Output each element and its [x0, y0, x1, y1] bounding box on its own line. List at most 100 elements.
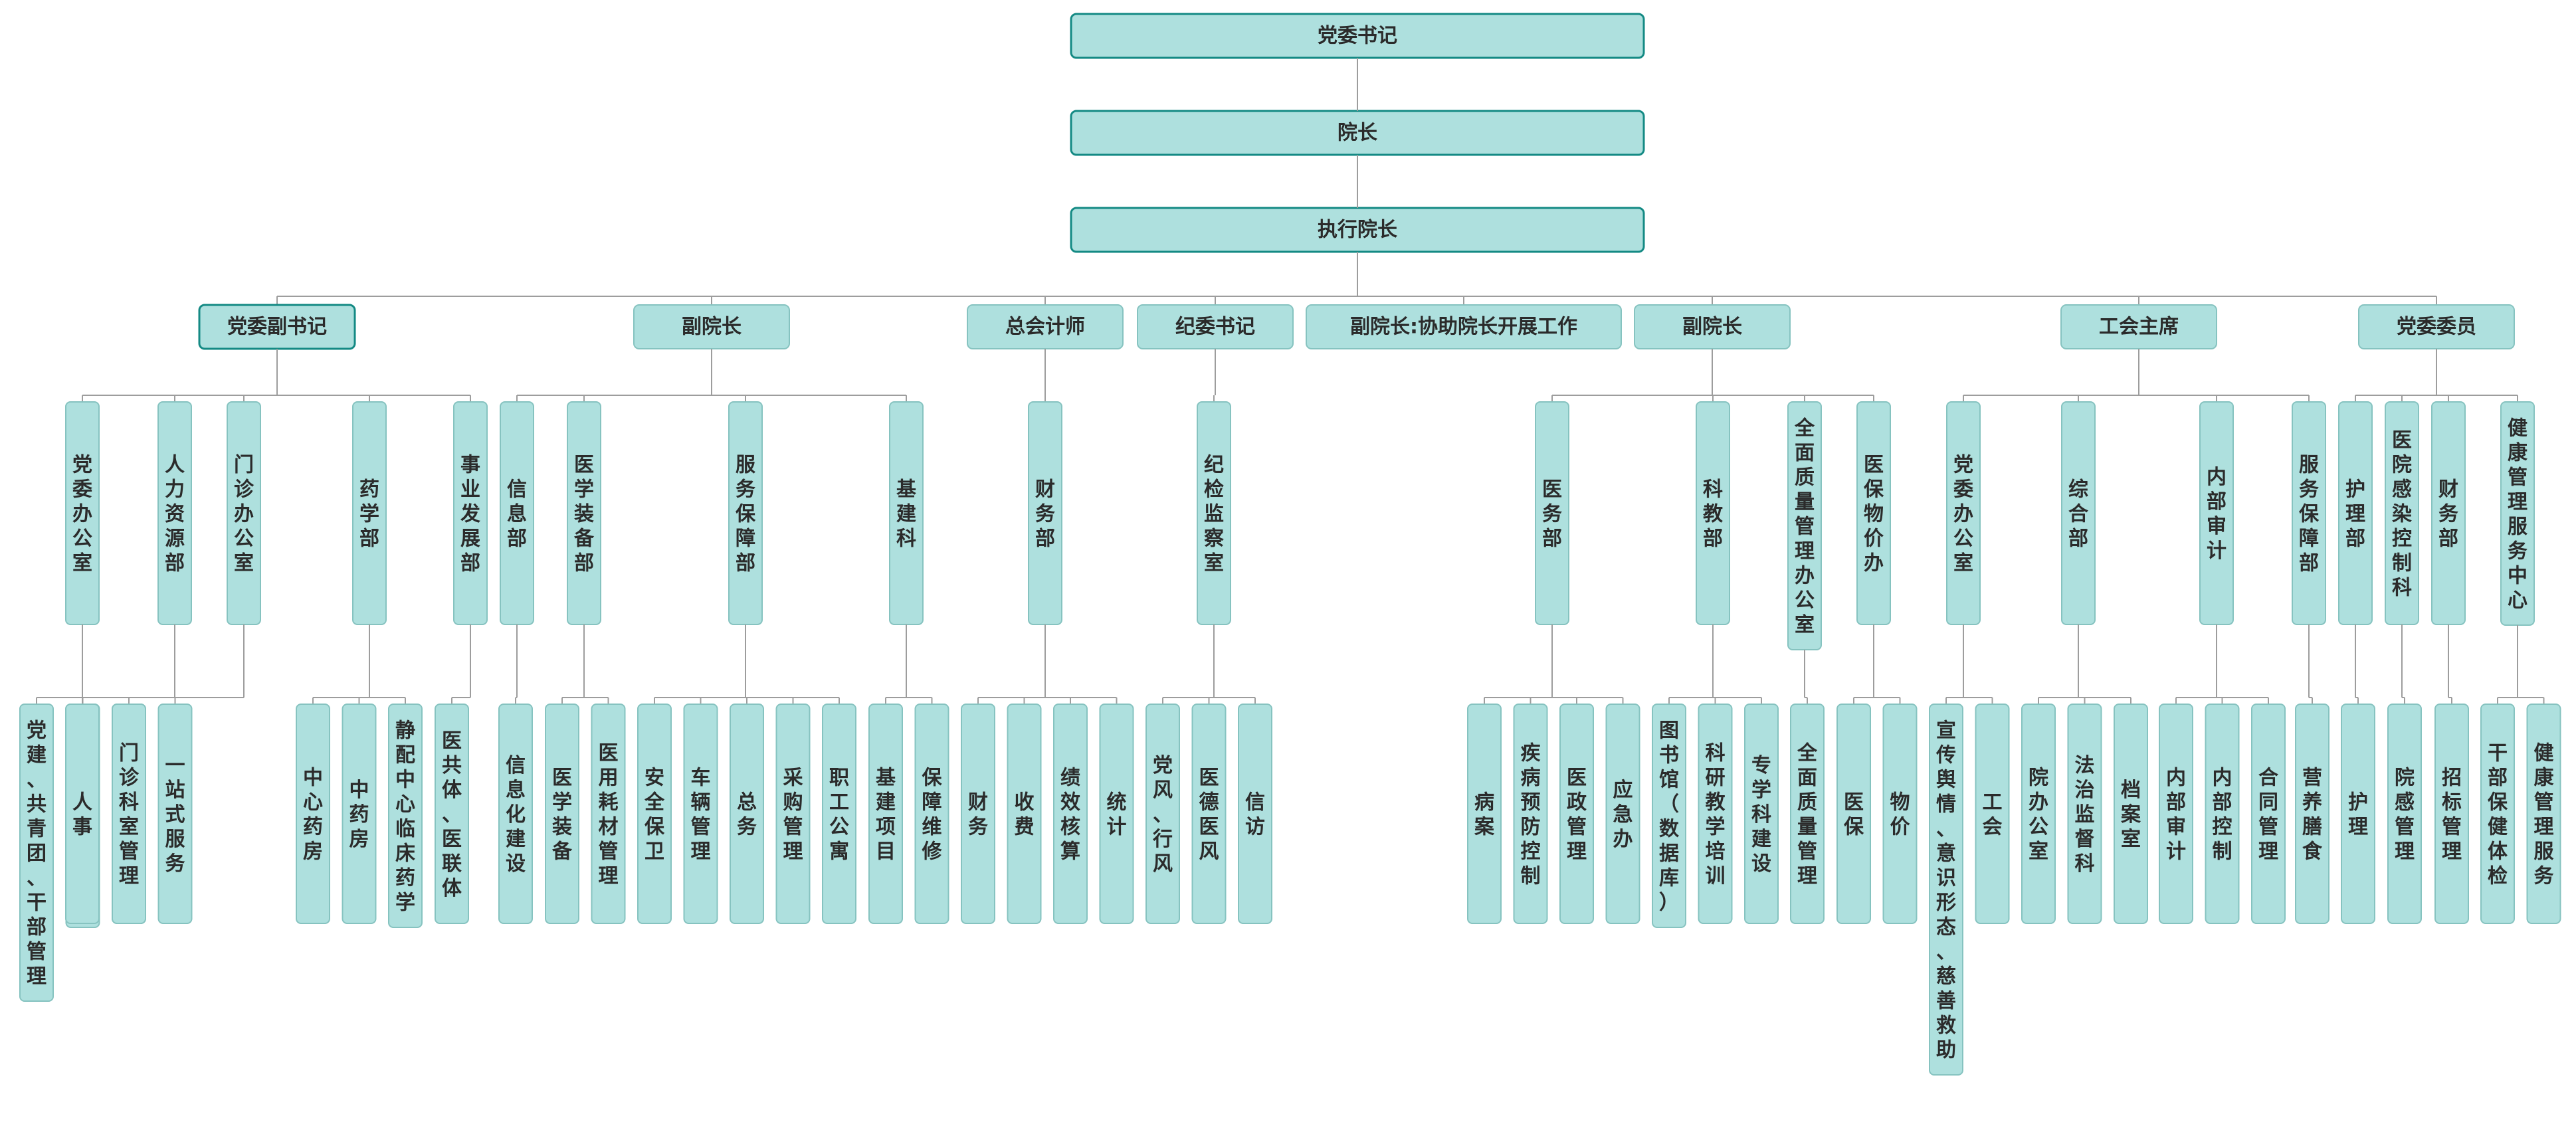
dept-1-5[interactable]: 事业发展部 [453, 401, 488, 625]
sub-8-2-1[interactable]: 院感管理 [2387, 704, 2422, 924]
sub-6-2-2[interactable]: 科研教学培训 [1698, 704, 1733, 924]
sub-1-5-1-box [435, 704, 469, 924]
sub-1-4-1-box [296, 704, 330, 924]
sub-1-1-1-label: 党建、共青团、干部管理 [27, 719, 47, 989]
sub-6-1-1[interactable]: 病案 [1467, 704, 1502, 924]
sub-2-1-1[interactable]: 信息化建设 [498, 704, 533, 924]
dept-8-1[interactable]: 护理部 [2338, 401, 2373, 625]
sub-6-1-2[interactable]: 疾病预防控制 [1513, 704, 1548, 924]
sub-7-3-2[interactable]: 内部控制 [2205, 704, 2240, 924]
sub-7-3-3[interactable]: 合同管理 [2251, 704, 2286, 924]
top-node-1[interactable]: 党委书记 [1070, 13, 1645, 59]
sub-7-3-1-box [2159, 704, 2193, 924]
top-node-3[interactable]: 执行院长 [1070, 207, 1645, 253]
sub-6-1-4[interactable]: 应急办 [1605, 704, 1640, 924]
leader-8[interactable]: 党委委员 [2358, 304, 2515, 349]
sub-1-4-2[interactable]: 中药房 [342, 704, 377, 924]
dept-7-3[interactable]: 内部审计 [2199, 401, 2234, 625]
sub-1-3-2[interactable]: 一站式服务 [157, 704, 193, 924]
sub-1-4-3[interactable]: 静配中心临床药学 [388, 704, 423, 928]
sub-2-3-4[interactable]: 采购管理 [775, 704, 811, 924]
sub-2-2-1[interactable]: 医学装备 [545, 704, 579, 924]
dept-4-1[interactable]: 纪检监察室 [1197, 401, 1231, 625]
dept-1-1[interactable]: 党委办公室 [65, 401, 100, 625]
sub-8-4-1[interactable]: 干部保健体检 [2480, 704, 2515, 924]
sub-1-5-1[interactable]: 医共体、医联体 [435, 704, 469, 924]
sub-2-3-1[interactable]: 安全保卫 [637, 704, 672, 924]
dept-3-1[interactable]: 财务部 [1028, 401, 1062, 625]
sub-2-3-5[interactable]: 职工公寓 [822, 704, 856, 924]
sub-6-3-1[interactable]: 全面质量管理 [1790, 704, 1825, 924]
sub-2-3-3[interactable]: 总务 [730, 704, 764, 924]
dept-6-2[interactable]: 科教部 [1696, 401, 1730, 625]
sub-6-4-1-box [1836, 704, 1871, 924]
sub-2-3-3-box [730, 704, 764, 924]
sub-3-1-4[interactable]: 统计 [1099, 704, 1134, 924]
sub-7-3-1[interactable]: 内部审计 [2159, 704, 2193, 924]
sub-1-1-1[interactable]: 党建、共青团、干部管理 [19, 704, 54, 1002]
leader-5[interactable]: 副院长:协助院长开展工作 [1306, 304, 1622, 349]
sub-3-1-1[interactable]: 财务 [961, 704, 995, 924]
dept-1-4[interactable]: 药学部 [352, 401, 387, 625]
leader-6[interactable]: 副院长 [1634, 304, 1791, 349]
sub-7-1-1-label: 宣传舆情、意识形态、慈善救助 [1935, 719, 1956, 1062]
dept-6-3[interactable]: 全面质量管理办公室 [1787, 401, 1822, 650]
sub-6-4-1[interactable]: 医保 [1836, 704, 1871, 924]
dept-7-4[interactable]: 服务保障部 [2292, 401, 2326, 625]
leader-7[interactable]: 工会主席 [2060, 304, 2217, 349]
leader-4[interactable]: 纪委书记 [1137, 304, 1294, 349]
dept-8-4[interactable]: 健康管理服务中心 [2500, 401, 2535, 626]
dept-7-2[interactable]: 综合部 [2061, 401, 2096, 625]
leader-3[interactable]: 总会计师 [967, 304, 1124, 349]
leader-1[interactable]: 党委副书记 [198, 304, 356, 350]
sub-1-4-1[interactable]: 中心药房 [296, 704, 330, 924]
top-node-2[interactable]: 院长 [1070, 110, 1645, 156]
dept-2-3[interactable]: 服务保障部 [728, 401, 763, 625]
sub-2-4-1[interactable]: 基建项目 [868, 704, 903, 924]
sub-7-2-3[interactable]: 档案室 [2114, 704, 2148, 924]
sub-8-4-2-box [2526, 704, 2561, 924]
sub-6-2-1[interactable]: 图书馆（数据库） [1652, 704, 1686, 928]
sub-4-1-2[interactable]: 医德医风 [1191, 704, 1227, 924]
dept-2-2[interactable]: 医学装备部 [567, 401, 601, 625]
sub-7-2-1[interactable]: 院办公室 [2021, 704, 2056, 924]
sub-2-3-2[interactable]: 车辆管理 [683, 704, 718, 924]
sub-2-4-1-label: 基建项目 [876, 767, 896, 864]
dept-1-3[interactable]: 门诊办公室 [227, 401, 261, 625]
dept-8-2[interactable]: 医院感染控制科 [2385, 401, 2419, 625]
dept-2-1[interactable]: 信息部 [500, 401, 534, 625]
dept-8-3[interactable]: 财务部 [2431, 401, 2466, 625]
sub-8-2-1-box [2387, 704, 2422, 924]
sub-8-1-1[interactable]: 护理 [2341, 704, 2375, 924]
sub-1-3-1[interactable]: 门诊科室管理 [112, 704, 146, 924]
sub-6-4-2[interactable]: 物价 [1882, 704, 1918, 924]
sub-3-1-3[interactable]: 绩效核算 [1053, 704, 1088, 924]
sub-8-4-2[interactable]: 健康管理服务 [2526, 704, 2561, 924]
sub-3-1-2[interactable]: 收费 [1007, 704, 1042, 924]
sub-7-4-1[interactable]: 营养膳食 [2295, 704, 2329, 924]
sub-4-1-3[interactable]: 信访 [1238, 704, 1272, 924]
dept-1-2[interactable]: 人力资源部 [157, 401, 192, 625]
dept-6-4-label: 医保物价办 [1864, 454, 1884, 575]
sub-7-1-1[interactable]: 宣传舆情、意识形态、慈善救助 [1929, 704, 1963, 1076]
dept-7-1[interactable]: 党委办公室 [1946, 401, 1981, 625]
sub-1-2-1-box [65, 704, 100, 924]
sub-6-2-3[interactable]: 专学科建设 [1744, 704, 1779, 924]
sub-1-1-1-box [19, 704, 54, 1002]
sub-4-1-1[interactable]: 党风、行风 [1145, 704, 1180, 924]
sub-7-2-2[interactable]: 法治监督科 [2067, 704, 2102, 924]
sub-2-2-1-label: 医学装备 [552, 767, 573, 864]
sub-7-1-2[interactable]: 工会 [1975, 704, 2010, 924]
dept-2-4[interactable]: 基建科 [889, 401, 924, 625]
dept-6-1[interactable]: 医务部 [1535, 401, 1569, 625]
sub-2-2-2[interactable]: 医用耗材管理 [591, 704, 626, 924]
dept-6-4[interactable]: 医保物价办 [1856, 401, 1891, 625]
sub-8-3-1[interactable]: 招标管理 [2434, 704, 2469, 924]
dept-7-3-label: 内部审计 [2207, 466, 2227, 563]
sub-7-3-2-box [2205, 704, 2240, 924]
sub-1-2-1[interactable]: 人事 [65, 704, 100, 924]
leader-2[interactable]: 副院长 [633, 304, 790, 349]
sub-2-4-2[interactable]: 保障维修 [914, 704, 949, 924]
sub-6-1-3[interactable]: 医政管理 [1559, 704, 1594, 924]
sub-1-4-3-label: 静配中心临床药学 [395, 719, 415, 915]
